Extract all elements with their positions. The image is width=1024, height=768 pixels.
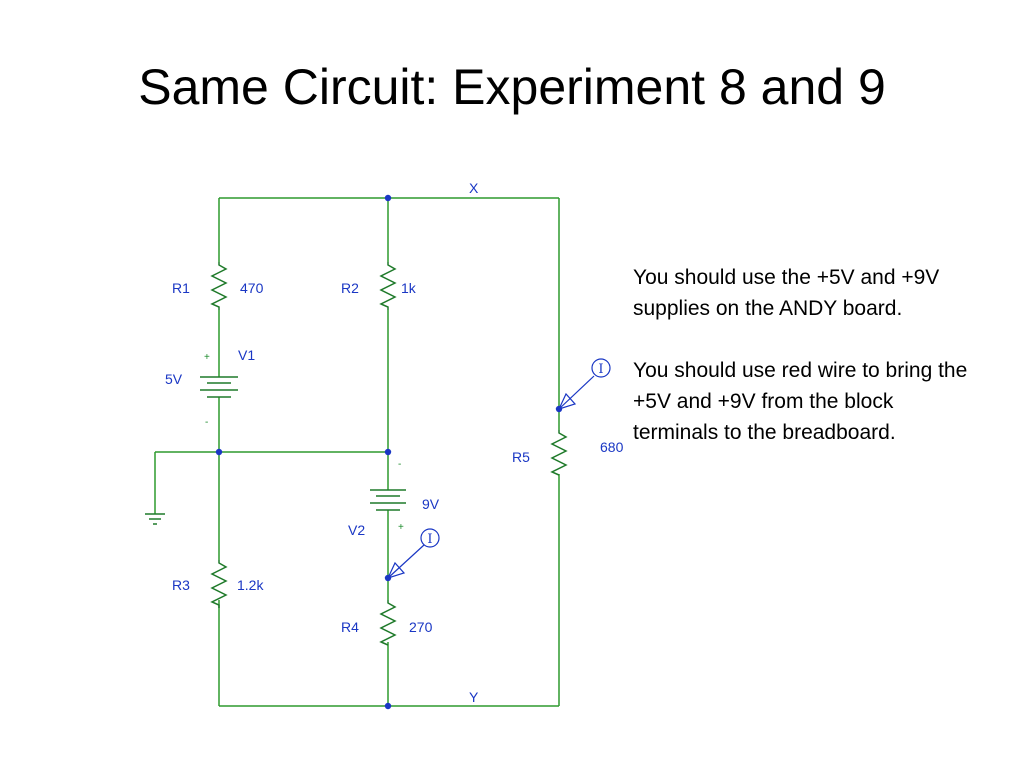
r3-value: 1.2k [237,577,264,593]
node-bottom-mid [384,702,392,710]
r5-value: 680 [600,439,624,455]
resistor-r2-symbol [379,262,397,310]
v1-minus: - [205,417,208,428]
circuit-labels: X Y R1 470 R2 1k V1 5V + - R5 680 - 9V V… [165,180,624,705]
resistor-r1-symbol [210,262,228,310]
resistor-r4-symbol [379,600,397,646]
resistors [210,262,568,646]
v2-minus: - [398,459,401,470]
r4-name: R4 [341,619,359,635]
v1-value: 5V [165,371,183,387]
r2-name: R2 [341,280,359,296]
resistor-r3-symbol [210,560,228,608]
node-mid-left [215,448,223,456]
slide-title: Same Circuit: Experiment 8 and 9 [138,59,886,115]
r4-value: 270 [409,619,433,635]
v2-name: V2 [348,522,365,538]
r2-value: 1k [401,280,417,296]
current-probe-1: I [557,358,611,410]
junction-nodes [215,194,563,710]
v2-value: 9V [422,496,440,512]
r1-name: R1 [172,280,190,296]
r1-value: 470 [240,280,264,296]
battery-v2-symbol [370,489,406,511]
current-probe-2: I [386,528,440,579]
r5-name: R5 [512,449,530,465]
node-top-mid [384,194,392,202]
probe2-symbol: I [427,532,432,547]
v1-plus: + [204,352,210,363]
v1-name: V1 [238,347,255,363]
ground-symbol [145,513,165,525]
note-paragraph-2: You should use red wire to bring the +5V… [633,359,968,444]
node-label-x: X [469,180,479,196]
note-paragraph-1: You should use the +5V and +9V supplies … [633,266,940,320]
battery-v1-symbol [200,376,238,398]
v2-plus: + [398,522,404,533]
instruction-notes: You should use the +5V and +9V supplies … [633,262,973,479]
probe1-symbol: I [598,362,603,377]
resistor-r5-symbol [550,430,568,476]
node-label-y: Y [469,689,479,705]
node-mid-center [384,448,392,456]
r3-name: R3 [172,577,190,593]
